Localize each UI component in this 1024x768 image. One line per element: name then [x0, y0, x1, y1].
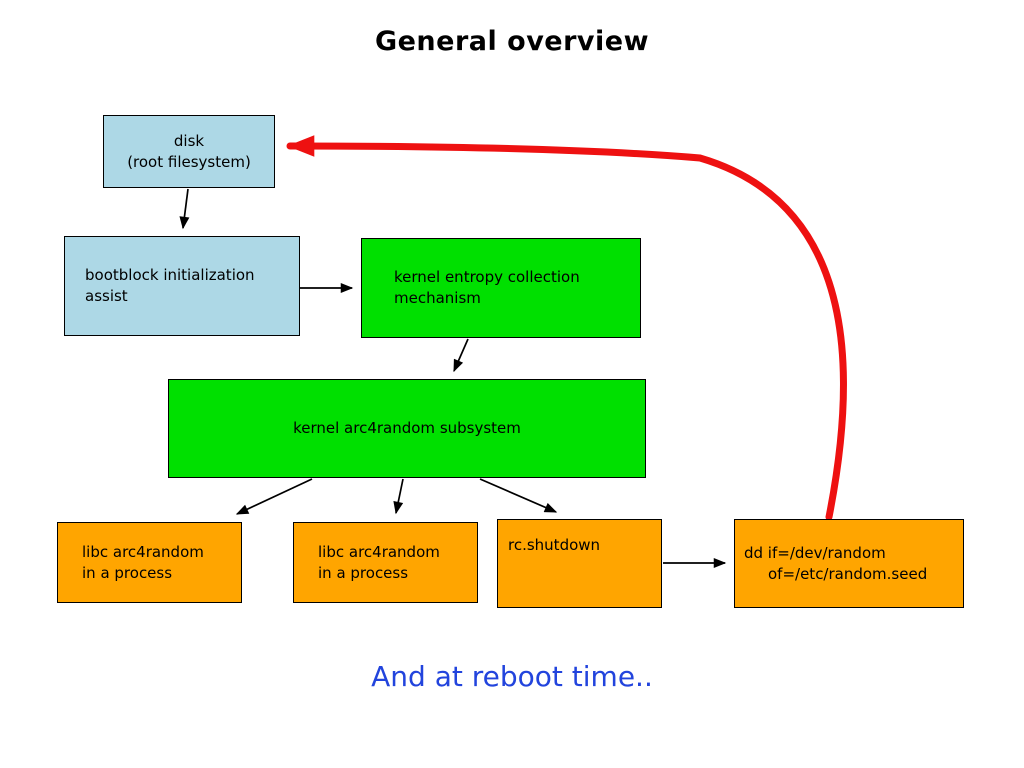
page-title: General overview [374, 26, 650, 57]
node-kernel-arc4random: kernel arc4random subsystem [168, 379, 646, 478]
node-kernel-entropy-label-line: mechanism [394, 289, 481, 307]
node-bootblock: bootblock initialization assist [64, 236, 300, 336]
node-libc-process-1: libc arc4random in a process [57, 522, 242, 603]
arrow-arc4-to-rcshutdown [479, 478, 558, 513]
node-bootblock-label-line: bootblock initialization [85, 266, 255, 284]
node-libc-process-2: libc arc4random in a process [293, 522, 478, 603]
arrow-arc4-to-libc1 [235, 478, 313, 515]
node-kernel-arc4random-label-line: kernel arc4random subsystem [293, 419, 521, 437]
node-libc-process-2-label-line: libc arc4random [318, 542, 440, 561]
node-libc-process-1-label-line: libc arc4random [82, 542, 204, 561]
arrow-entropy-to-arc4 [453, 338, 469, 373]
node-dd-random-seed-label-line: of=/etc/random.seed [768, 564, 928, 583]
node-dd-random-seed: dd if=/dev/random of=/etc/random.seed [734, 519, 964, 608]
node-kernel-entropy-label-line: kernel entropy collection [394, 268, 580, 286]
node-bootblock-label-line: assist [85, 287, 128, 305]
node-dd-random-seed-label-line: dd if=/dev/random [744, 543, 886, 562]
node-libc-process-1-label-line: in a process [82, 563, 173, 582]
footer-note: And at reboot time.. [371, 660, 653, 693]
arrow-disk-to-bootblock [179, 188, 190, 230]
node-disk: disk (root filesystem) [103, 115, 275, 188]
node-disk-label-line: disk [173, 131, 205, 150]
node-disk-label-line: (root filesystem) [127, 152, 251, 171]
node-kernel-entropy: kernel entropy collection mechanism [361, 238, 641, 338]
node-rc-shutdown: rc.shutdown [497, 519, 662, 608]
node-rc-shutdown-label-line: rc.shutdown [508, 536, 601, 554]
arrow-arc4-to-libc2 [393, 478, 404, 515]
node-libc-process-2-label-line: in a process [318, 563, 409, 582]
